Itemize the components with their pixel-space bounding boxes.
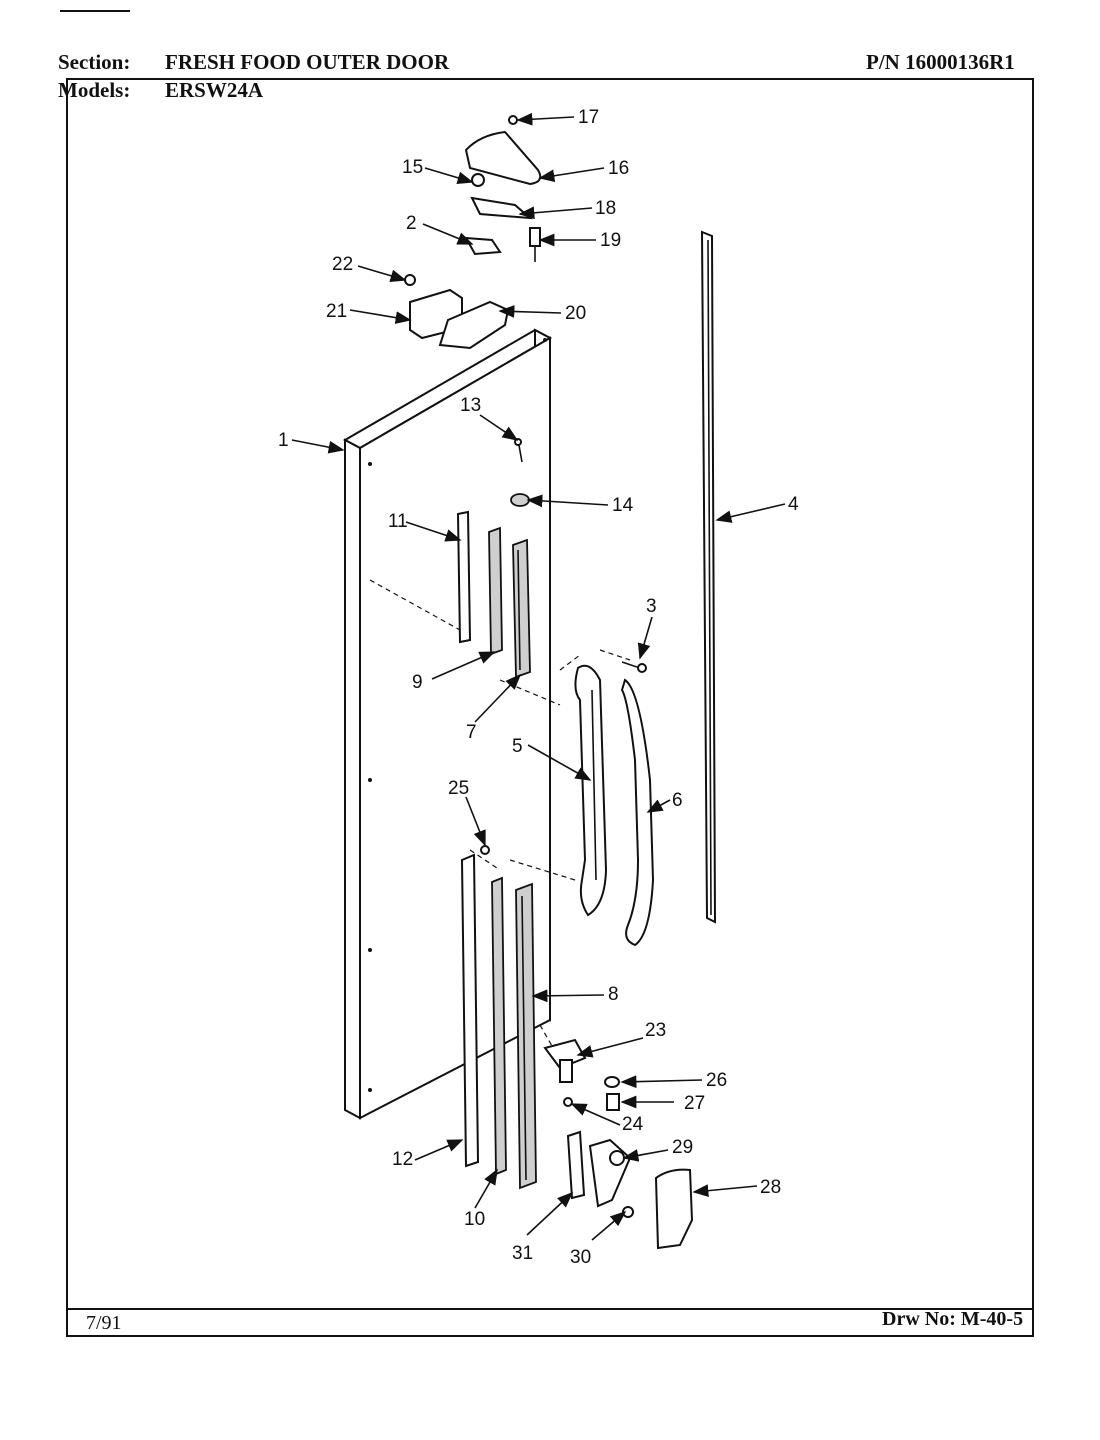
- callout-22: 22: [332, 254, 353, 275]
- section-title: FRESH FOOD OUTER DOOR: [165, 50, 450, 74]
- top-hinge-assembly: [464, 115, 542, 262]
- callout-15: 15: [402, 157, 423, 178]
- callout-20: 20: [565, 303, 586, 324]
- callout-14: 14: [612, 495, 634, 516]
- footer-rule: [66, 1308, 1034, 1310]
- leader-lines: [291, 112, 786, 1241]
- lower-trim-strips: [460, 853, 537, 1190]
- callout-6: 6: [672, 790, 683, 811]
- models-label: Models:: [58, 78, 131, 102]
- callout-numbers: 1 2 3 4 5 6 7 8 9 10 11 12 13 14 15 16 1…: [278, 107, 799, 1268]
- handle-base: [574, 664, 608, 917]
- callout-18: 18: [595, 198, 616, 219]
- drawing-number: Drw No: M-40-5: [882, 1308, 1024, 1330]
- callout-31: 31: [512, 1243, 533, 1264]
- callout-2: 2: [406, 213, 417, 234]
- top-corner-rule: [60, 10, 130, 12]
- callout-7: 7: [466, 722, 477, 743]
- callout-10: 10: [464, 1209, 485, 1230]
- part-number: P/N 16000136R1: [866, 50, 1015, 74]
- callout-16: 16: [608, 158, 629, 179]
- callout-30: 30: [570, 1247, 591, 1268]
- callout-13: 13: [460, 395, 481, 416]
- callout-23: 23: [645, 1020, 666, 1041]
- callout-3: 3: [646, 596, 657, 617]
- section-label: Section:: [58, 50, 131, 74]
- callout-28: 28: [760, 1177, 781, 1198]
- bottom-hinge-assembly: [543, 1038, 694, 1250]
- upper-trim-strips: [456, 510, 531, 679]
- callout-21: 21: [326, 301, 347, 322]
- callout-12: 12: [392, 1149, 413, 1170]
- door-gasket-strip: [700, 230, 717, 924]
- callout-24: 24: [622, 1114, 644, 1135]
- callout-11: 11: [388, 511, 408, 532]
- callout-4: 4: [788, 494, 799, 515]
- callout-8: 8: [608, 984, 619, 1005]
- callout-25: 25: [448, 778, 469, 799]
- callout-5: 5: [512, 736, 523, 757]
- callout-9: 9: [412, 672, 423, 693]
- drawing-frame: [66, 78, 1034, 1337]
- callout-17: 17: [578, 107, 599, 128]
- callout-29: 29: [672, 1137, 693, 1158]
- callout-27: 27: [684, 1093, 705, 1114]
- callout-26: 26: [706, 1070, 727, 1091]
- callout-19: 19: [600, 230, 621, 251]
- drawing-date: 7/91: [86, 1312, 122, 1334]
- handle-cover: [620, 678, 655, 947]
- callout-1: 1: [278, 430, 289, 451]
- upper-hinge-brackets: [404, 274, 510, 350]
- models-value: ERSW24A: [165, 78, 264, 102]
